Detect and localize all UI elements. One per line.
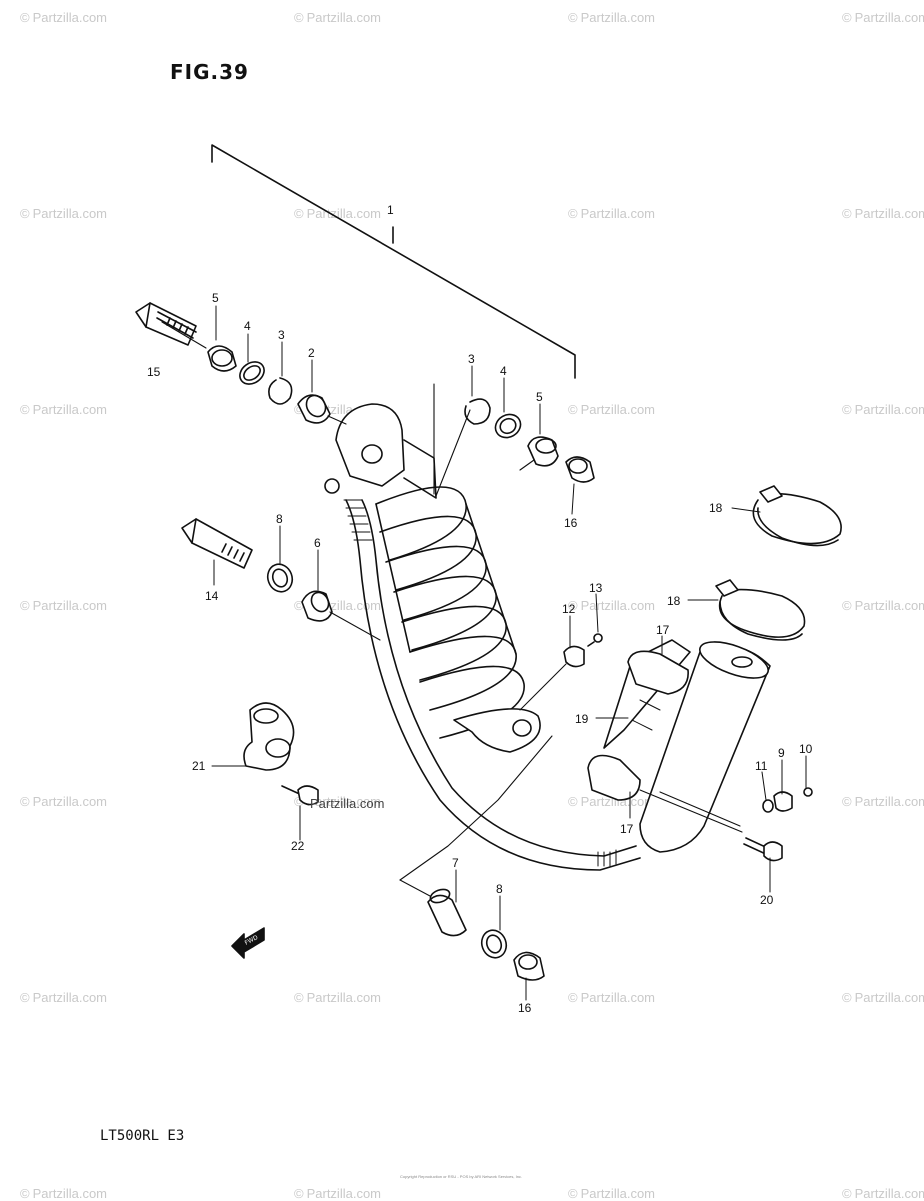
watermark-text: ©Partzilla.com (20, 10, 108, 25)
nut-part-9 (773, 791, 793, 812)
clamp-part-18-upper (752, 485, 842, 547)
screw-part-13 (587, 633, 603, 647)
seal-part-4-right (494, 413, 522, 439)
callout-18-upper: 18 (709, 501, 723, 515)
watermark-text: ©Partzilla.com (568, 402, 656, 417)
callout-19: 19 (575, 712, 589, 726)
watermark-text: ©Partzilla.com (842, 402, 924, 417)
watermark-text: ©Partzilla.com (568, 990, 656, 1005)
watermark-text: ©Partzilla.com (568, 1186, 656, 1201)
callout-4-left: 4 (244, 319, 251, 333)
watermark-text: ©Partzilla.com (20, 794, 108, 809)
fitting-part-22 (281, 785, 319, 806)
collar-part-5-right (527, 436, 559, 467)
assembly-bracket (211, 144, 576, 379)
watermark-text: ©Partzilla.com (294, 1186, 382, 1201)
washer-part-11 (762, 799, 774, 813)
callout-20: 20 (760, 893, 774, 907)
seal-part-4-left (239, 361, 265, 385)
nut-part-12 (563, 645, 585, 668)
callout-3-left: 3 (278, 328, 285, 342)
watermark-text: ©Partzilla.com (20, 402, 108, 417)
watermark-text: ©Partzilla.com (568, 206, 656, 221)
callout-9: 9 (778, 746, 785, 760)
watermark-text: ©Partzilla.com (568, 598, 656, 613)
fwd-arrow-icon: FWD (231, 927, 265, 959)
bracket-part-17-lower (587, 754, 641, 801)
watermark-text: ©Partzilla.com (842, 10, 924, 25)
shock-absorber (324, 403, 541, 753)
callout-16-lower: 16 (518, 1001, 532, 1015)
bolt-part-14 (181, 518, 253, 569)
nut-part-16-lower (513, 951, 545, 981)
callout-8-lower: 8 (496, 882, 503, 896)
callout-5-right: 5 (536, 390, 543, 404)
callout-6: 6 (314, 536, 321, 550)
callout-3-right: 3 (468, 352, 475, 366)
callout-16-upper: 16 (564, 516, 578, 530)
figure-title: FIG.39 (170, 60, 249, 84)
callout-13: 13 (589, 581, 603, 595)
seal-part-8-lower (480, 929, 508, 959)
callout-14: 14 (205, 589, 219, 603)
circlip-part-3-right (464, 398, 491, 425)
nut-part-16-upper (565, 456, 595, 483)
spacer-part-7 (427, 888, 467, 937)
callout-7: 7 (452, 856, 459, 870)
seal-part-8-upper (266, 563, 294, 593)
watermark-text: ©Partzilla.com (20, 1186, 108, 1201)
callout-18-lower: 18 (667, 594, 681, 608)
bearing-part-6 (301, 590, 333, 622)
watermark-text: ©Partzilla.com (20, 206, 108, 221)
bolt-part-20 (743, 837, 783, 862)
circlip-part-3-left (268, 377, 293, 405)
collar-part-5-left (207, 345, 237, 372)
callout-leaders (211, 305, 807, 1001)
model-code: LT500RL E3 (100, 1128, 185, 1144)
watermark-text: ©Partzilla.com (294, 10, 382, 25)
callout-1: 1 (387, 203, 394, 217)
callout-12: 12 (562, 602, 576, 616)
watermark-text: ©Partzilla.com (294, 990, 382, 1005)
reservoir-hose (343, 499, 641, 871)
callout-numbers: 1 2 3 3 4 4 5 5 6 7 8 8 9 10 11 12 13 14… (147, 203, 813, 1015)
callout-11: 11 (755, 759, 768, 773)
watermark-text: ©Partzilla.com (568, 794, 656, 809)
callout-5-left: 5 (212, 291, 219, 305)
callout-8-upper: 8 (276, 512, 283, 526)
watermark-text: ©Partzilla.com (568, 10, 656, 25)
footer-copyright: Copyright Reproduction or RSU - POS by A… (400, 1174, 523, 1179)
watermark-text: ©Partzilla.com (294, 794, 382, 809)
watermark-text: ©Partzilla.com (842, 206, 924, 221)
callout-2: 2 (308, 346, 315, 360)
callout-17-upper: 17 (656, 623, 670, 637)
inline-watermark: Partzilla.com (310, 796, 384, 811)
bracket-part-17-upper (627, 650, 689, 695)
assembly-guide-lines (161, 321, 743, 897)
callout-21: 21 (192, 759, 206, 773)
clamp-part-18-lower (715, 579, 806, 641)
bolt-part-10 (803, 787, 813, 797)
watermark-text: ©Partzilla.com (842, 990, 924, 1005)
watermark-text: ©Partzilla.com (842, 598, 924, 613)
callout-4-right: 4 (500, 364, 507, 378)
callout-10: 10 (799, 742, 813, 756)
hose-clamp-part-21 (243, 702, 295, 771)
callout-22: 22 (291, 839, 305, 853)
callout-15: 15 (147, 365, 161, 379)
callout-17-lower: 17 (620, 822, 634, 836)
watermark-text: ©Partzilla.com (20, 598, 108, 613)
watermark-text: ©Partzilla.com (842, 794, 924, 809)
bearing-part-2 (297, 394, 331, 424)
watermark-text: ©Partzilla.com (842, 1186, 924, 1201)
watermark-text: ©Partzilla.com (20, 990, 108, 1005)
